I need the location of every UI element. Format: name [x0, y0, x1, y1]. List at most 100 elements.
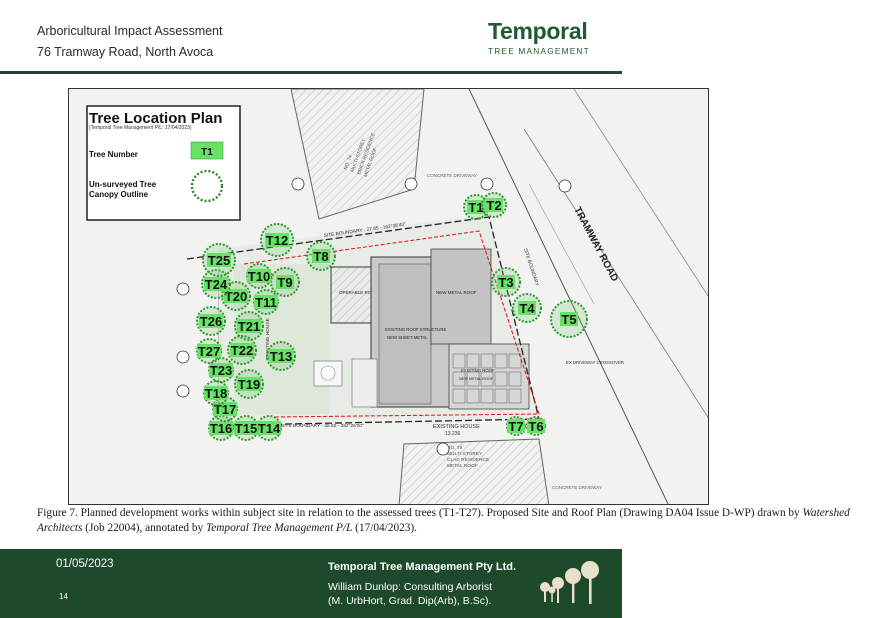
tree-label-t19: T19 — [238, 377, 260, 392]
section-marker — [404, 177, 418, 191]
tree-label-bg-t13 — [269, 349, 293, 363]
caption-part1: Figure 7. Planned development works with… — [37, 507, 803, 519]
tree-label-t16: T16 — [210, 421, 232, 436]
footer-qualifications: (M. UrbHort, Grad. Dip(Arb), B.Sc). — [328, 595, 492, 607]
logo-tagline: TREE MANAGEMENT — [488, 46, 590, 56]
tree-label-t10: T10 — [248, 269, 270, 284]
tree-label-bg-t27 — [197, 344, 221, 358]
caption-part2: (Job 22004), annotated by — [82, 522, 207, 534]
tree-label-bg-t24 — [204, 277, 228, 291]
tree-label-bg-t5 — [560, 312, 578, 326]
section-marker — [291, 177, 305, 191]
legend-subtitle: (Temporal Tree Management P/L: 17/04/202… — [89, 125, 192, 131]
tree-label-bg-t16 — [209, 421, 233, 435]
legend-canopy-label-1: Un-surveyed Tree — [89, 180, 157, 189]
tree-label-bg-t1 — [467, 200, 485, 214]
site-boundary — [186, 216, 540, 426]
existing-roof-structure-label: EXISTING ROOF STRUCTURE — [385, 327, 446, 332]
site-address: 76 Tramway Road, North Avoca — [37, 45, 214, 59]
tree-label-t5: T5 — [561, 312, 576, 327]
tree-label-t12: T12 — [266, 233, 288, 248]
tree-label-t8: T8 — [313, 249, 328, 264]
tree-label-t20: T20 — [225, 289, 247, 304]
tree-label-t14: T14 — [258, 421, 281, 436]
tree-label-t9: T9 — [277, 275, 292, 290]
footer-date: 01/05/2023 — [56, 558, 114, 570]
new-metal-roof-label: NEW METAL ROOF — [436, 290, 477, 295]
tree-label-bg-t8 — [312, 249, 330, 263]
page-footer: 01/05/2023 14 Temporal Tree Management P… — [0, 549, 622, 618]
tree-label-bg-t25 — [207, 253, 231, 267]
tree-label-bg-t6 — [527, 419, 545, 433]
legend-canopy-sample — [190, 169, 224, 203]
neighbour-bottom-line1: NO. 78 — [447, 445, 463, 451]
boundary-bottom-label: SITE BOUNDARY - 35.82 - 352°25'00" — [281, 423, 364, 429]
section-marker — [176, 282, 190, 296]
tree-label-t18: T18 — [205, 386, 227, 401]
company-logo: Temporal TREE MANAGEMENT — [488, 18, 598, 56]
tree-label-bg-t19 — [237, 377, 261, 391]
site-plan-drawing: NO. 74 MULTI-STOREY BRICK RESIDENCE META… — [69, 89, 708, 504]
legend-canopy-label-2: Canopy Outline — [89, 190, 149, 199]
neighbour-building-bottom — [398, 438, 550, 504]
tree-label-t2: T2 — [486, 198, 501, 213]
section-marker — [176, 350, 190, 364]
logo-wordmark: Temporal — [488, 18, 588, 44]
tree-label-t26: T26 — [200, 314, 222, 329]
tree-label-t22: T22 — [231, 343, 253, 358]
trees-logo-icon — [540, 561, 599, 604]
existing-house-left-label: EXISTING HOUSE — [265, 318, 271, 359]
tree-label-t1: T1 — [468, 200, 483, 215]
section-marker — [436, 442, 450, 456]
existing-house-bottom-rl: 13.236 — [445, 431, 461, 437]
existing-roof-label: EXISTING ROOF — [461, 368, 495, 373]
tree-label-bg-t23 — [209, 363, 233, 377]
neighbour-bottom-line2: MULTI-STOREY — [447, 451, 483, 457]
legend-tree-number-label: Tree Number — [89, 150, 138, 159]
operable-roof-label: OPERABLE ROOF — [339, 290, 378, 295]
tree-label-bg-t20 — [224, 289, 248, 303]
document-title: Arboricultural Impact Assessment — [37, 24, 223, 38]
tree-label-t27: T27 — [198, 344, 220, 359]
plan-legend: Tree Location Plan (Temporal Tree Manage… — [86, 105, 241, 221]
new-sheet-metal-label: NEW SHEET METAL — [387, 335, 428, 340]
tree-label-bg-t21 — [237, 319, 261, 333]
neighbour-bottom-line4: METAL ROOF — [447, 463, 478, 469]
caption-architect: Watershed Architects — [37, 507, 850, 534]
tree-label-t3: T3 — [498, 275, 513, 290]
tree-label-bg-t3 — [497, 275, 515, 289]
tree-label-t15: T15 — [235, 421, 257, 436]
neighbour-top-line1: NO. 74 — [343, 154, 354, 171]
header-rule — [0, 71, 622, 74]
tree-label-t17: T17 — [214, 402, 236, 417]
legend-tree-sample: T1 — [201, 147, 213, 158]
neighbour-bottom-line3: CLAD RESIDENCE — [447, 457, 489, 463]
footer-company: Temporal Tree Management Pty Ltd. — [328, 561, 517, 573]
concrete-driveway-bottom: CONCRETE DRIVEWAY — [552, 485, 602, 490]
new-metal-roof-2-label: NEW METAL ROOF — [459, 377, 494, 381]
tree-label-bg-t2 — [485, 198, 503, 212]
tree-label-t13: T13 — [270, 349, 292, 364]
tree-location-plan-figure: NO. 74 MULTI-STOREY BRICK RESIDENCE META… — [68, 88, 709, 505]
figure-caption: Figure 7. Planned development works with… — [37, 506, 857, 536]
ex-driveway-crossover-label: EX DRIVEWAY CROSSOVER — [566, 360, 624, 365]
legend-tree-sample-box — [190, 141, 224, 160]
existing-house-bottom-label: EXISTING HOUSE — [433, 424, 480, 430]
development-outline — [243, 230, 540, 418]
tree-label-bg-t14 — [257, 421, 281, 435]
section-marker — [176, 384, 190, 398]
tree-label-bg-t7 — [507, 419, 525, 433]
page-number: 14 — [59, 592, 68, 601]
tree-label-t6: T6 — [528, 419, 543, 434]
caption-annotator: Temporal Tree Management P/L — [206, 522, 353, 534]
caption-part3: (17/04/2023). — [352, 522, 417, 534]
tree-label-t7: T7 — [508, 419, 523, 434]
tree-label-bg-t11 — [254, 295, 278, 309]
tree-label-bg-t18 — [204, 386, 228, 400]
tree-label-bg-t22 — [230, 343, 254, 357]
tree-label-bg-t26 — [199, 314, 223, 328]
tree-label-bg-t15 — [234, 421, 258, 435]
tree-label-bg-t10 — [247, 269, 271, 283]
tree-label-t25: T25 — [208, 253, 230, 268]
section-marker — [480, 177, 494, 191]
